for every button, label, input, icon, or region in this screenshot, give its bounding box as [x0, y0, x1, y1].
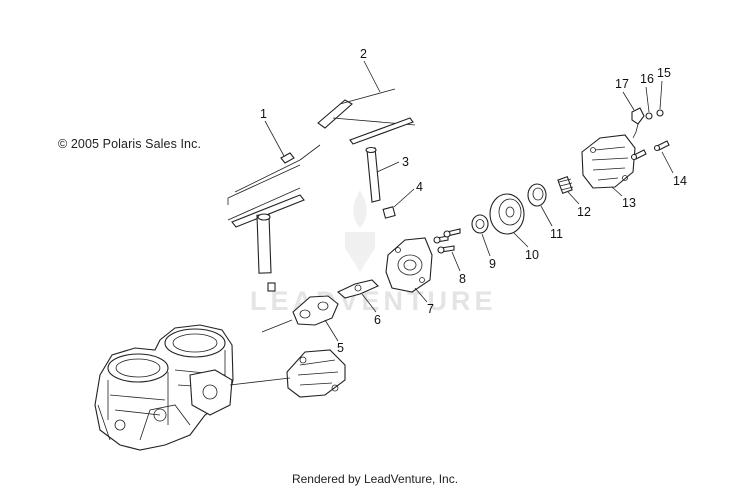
- watermark-text: LEADVENTURE: [250, 286, 497, 316]
- footer-text: Rendered by LeadVenture, Inc.: [291, 472, 459, 486]
- callout-17: 17: [615, 77, 629, 91]
- plate-part-7: [385, 237, 433, 293]
- bracket-part-6: [336, 279, 379, 299]
- callouts: 1 2 3 4 5 6 7 8 9 10 11 12 13 14 15 16 1: [260, 47, 687, 355]
- callout-10: 10: [525, 248, 539, 262]
- copyright-text: © 2005 Polaris Sales Inc.: [58, 137, 202, 151]
- watermark-logo: [345, 190, 375, 272]
- pulley-part-11: [527, 183, 547, 207]
- cover-part-13: [581, 134, 636, 189]
- washer-part-9: [471, 214, 489, 234]
- callout-4: 4: [416, 180, 423, 194]
- callout-13: 13: [622, 196, 636, 210]
- spring-part-12: [557, 176, 574, 194]
- callout-8: 8: [459, 272, 466, 286]
- fitting-part-4: [382, 206, 396, 219]
- shaft-assembly-left: [231, 194, 305, 292]
- callout-2: 2: [360, 47, 367, 61]
- callout-7: 7: [427, 302, 434, 316]
- callout-14: 14: [673, 174, 687, 188]
- screws-part-8: [433, 228, 461, 254]
- callout-12: 12: [577, 205, 591, 219]
- clip-part-17: [631, 107, 645, 139]
- callout-15: 15: [657, 66, 671, 80]
- nut-part-15: [656, 109, 664, 117]
- callout-16: 16: [640, 72, 654, 86]
- tube-part-3: [365, 146, 381, 203]
- rod-part-2: [299, 88, 416, 161]
- callout-6: 6: [374, 313, 381, 327]
- callout-1: 1: [260, 107, 267, 121]
- pulley-part-10: [489, 193, 525, 235]
- gasket-part-5: [292, 295, 339, 326]
- callout-9: 9: [489, 257, 496, 271]
- washer-part-16: [645, 112, 653, 120]
- screws-part-14: [630, 140, 670, 161]
- engine-cylinders: [94, 324, 234, 451]
- callout-3: 3: [402, 155, 409, 169]
- callout-5: 5: [337, 341, 344, 355]
- pin-part-1: [280, 152, 295, 164]
- reed-valve-lower: [286, 349, 346, 398]
- callout-11: 11: [550, 227, 563, 241]
